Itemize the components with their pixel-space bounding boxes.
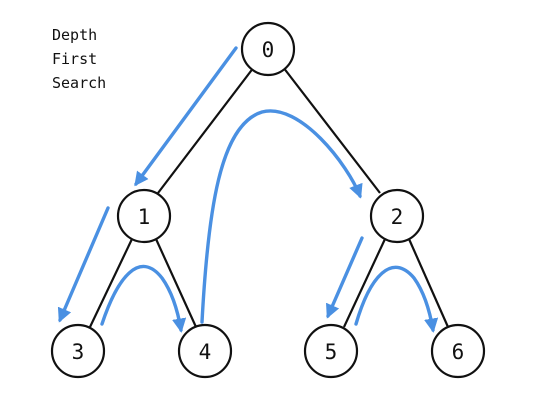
node-2-circle	[369, 188, 425, 244]
node-2: 2	[369, 188, 425, 244]
traversal-arrow-3-to-4	[100, 264, 187, 333]
title-line-3: Search	[52, 74, 106, 92]
node-0: 0	[240, 21, 296, 77]
title-line-1: Depth	[52, 26, 97, 44]
node-5: 5	[303, 323, 359, 379]
node-4-label: 4	[199, 340, 212, 364]
traversal-arrow-1-to-3	[57, 206, 110, 323]
node-4-circle	[177, 323, 233, 379]
traversal-arrow-2-to-5	[326, 236, 364, 319]
edge-1-4	[154, 238, 198, 328]
edge-2-5	[343, 238, 386, 328]
node-6-circle	[430, 323, 486, 379]
traversal-arrows	[57, 46, 439, 333]
node-5-label: 5	[325, 340, 338, 364]
tree-edges	[89, 66, 450, 328]
traversal-arrow-4-to-2	[200, 109, 363, 324]
traversal-arrow-0-to-1	[134, 46, 238, 187]
node-0-circle	[240, 21, 296, 77]
edge-0-1	[157, 66, 255, 194]
node-6: 6	[430, 323, 486, 379]
edge-0-2	[282, 66, 381, 194]
traversal-arrow-5-to-6	[354, 265, 439, 333]
node-6-label: 6	[452, 340, 465, 364]
node-1-label: 1	[138, 205, 151, 229]
edge-2-6	[407, 238, 450, 328]
node-2-label: 2	[391, 205, 404, 229]
node-1-circle	[116, 188, 172, 244]
node-3-circle	[50, 323, 106, 379]
node-1: 1	[116, 188, 172, 244]
diagram-title: Depth First Search	[52, 26, 106, 92]
node-3: 3	[50, 323, 106, 379]
edge-1-3	[89, 238, 133, 328]
tree-nodes: 0 1 2 3 4 5 6	[50, 21, 486, 379]
node-4: 4	[177, 323, 233, 379]
node-5-circle	[303, 323, 359, 379]
title-line-2: First	[52, 50, 97, 68]
node-0-label: 0	[262, 38, 275, 62]
node-3-label: 3	[72, 340, 85, 364]
